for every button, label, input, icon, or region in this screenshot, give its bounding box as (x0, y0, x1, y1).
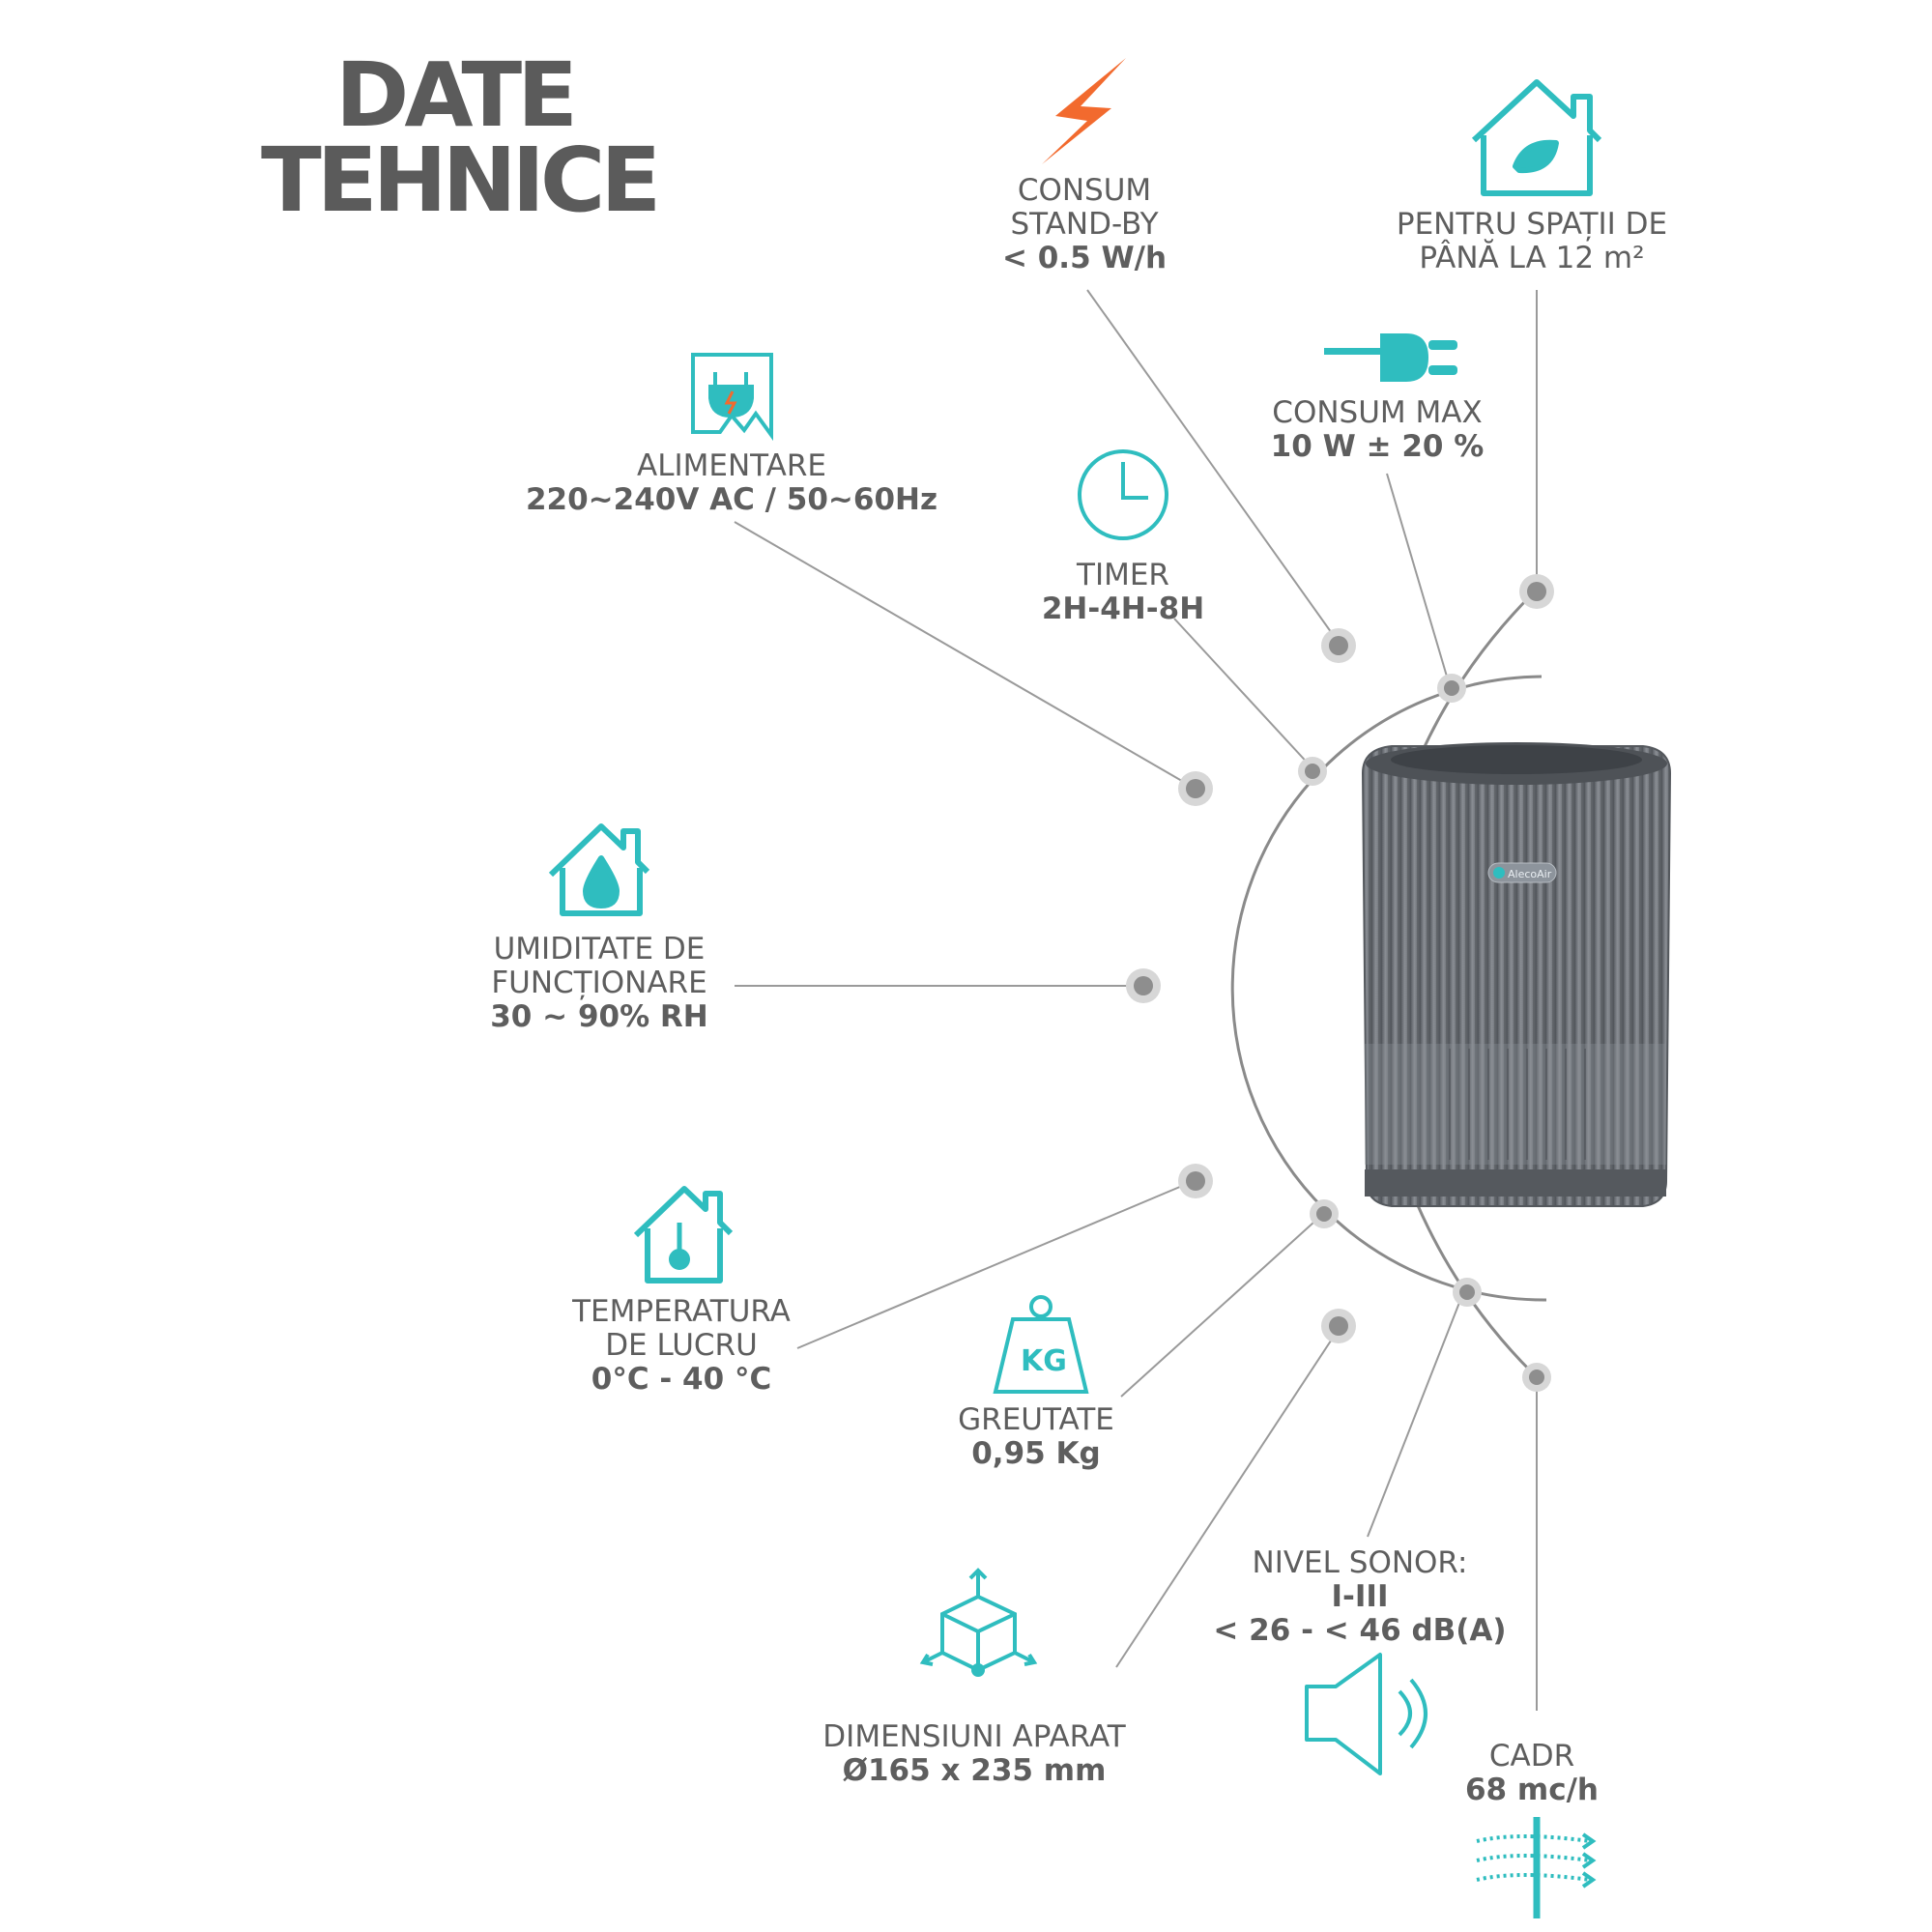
noise-label: NIVEL SONOR: (1252, 1545, 1468, 1580)
power-label: ALIMENTARE (636, 448, 827, 483)
spec-area: PENTRU SPAȚII DE PÂNĂ LA 12 m² (1397, 208, 1667, 275)
connector-dimensions (1115, 1328, 1340, 1668)
dot-dimensions (1321, 1309, 1356, 1343)
weight-label: GREUTATE (958, 1402, 1114, 1437)
connector-maxpower (1386, 473, 1451, 687)
temperature-label-2: DE LUCRU (605, 1328, 758, 1363)
title-line-1: DATE (334, 43, 578, 147)
timer-label: TIMER (1077, 558, 1169, 592)
spec-cadr: CADR 68 mc/h (1465, 1740, 1599, 1807)
cadr-label: CADR (1488, 1739, 1575, 1773)
standby-label-2: STAND-BY (1010, 207, 1159, 242)
inner-arc (1230, 675, 1547, 1302)
humidity-value: 30 ~ 90% RH (490, 999, 708, 1034)
speaker-icon (1305, 1653, 1427, 1775)
humidity-label-1: UMIDITATE DE (493, 932, 706, 966)
spec-power: ALIMENTARE 220~240V AC / 50~60Hz (526, 449, 937, 517)
dimensions-value: Ø165 x 235 mm (842, 1753, 1107, 1788)
connector-timer (1173, 618, 1313, 769)
dimensions-label: DIMENSIUNI APARAT (822, 1719, 1126, 1754)
air-purifier-image: AlecoAir (1361, 742, 1672, 1207)
brand-badge (1487, 862, 1557, 883)
spec-humidity: UMIDITATE DE FUNCȚIONARE 30 ~ 90% RH (490, 933, 708, 1034)
standby-label-1: CONSUM (1017, 173, 1152, 208)
brand-badge-text: AlecoAir (1508, 868, 1552, 880)
spec-temperature: TEMPERATURA DE LUCRU 0°C - 40 °C (572, 1295, 791, 1397)
dot-cadr (1522, 1363, 1551, 1392)
connector-lines (734, 289, 1538, 1711)
weight-icon-text: KG (1021, 1344, 1067, 1378)
dot-noise (1453, 1278, 1482, 1307)
connector-temperature (796, 1180, 1195, 1349)
temperature-value: 0°C - 40 °C (591, 1362, 772, 1397)
connector-noise (1367, 1289, 1465, 1538)
dot-weight (1310, 1199, 1339, 1228)
connector-power (734, 521, 1195, 789)
power-plug-document-icon (691, 353, 773, 442)
page-title: DATE TEHNICE (261, 43, 661, 232)
maxpower-label: CONSUM MAX (1272, 395, 1483, 430)
spec-weight: GREUTATE 0,95 Kg (958, 1403, 1114, 1471)
dot-standby (1321, 628, 1356, 663)
lightning-icon (1042, 58, 1126, 164)
clock-icon (1078, 449, 1168, 540)
weight-value: 0,95 Kg (971, 1436, 1101, 1471)
connector-dots (1126, 574, 1554, 1392)
dot-power (1178, 771, 1213, 806)
maxpower-value: 10 W ± 20 % (1270, 429, 1485, 464)
area-label-2: PÂNĂ LA 12 m² (1419, 241, 1645, 275)
dot-maxpower (1437, 674, 1466, 703)
spec-noise: NIVEL SONOR: I-III < 26 - < 46 dB(A) (1213, 1546, 1506, 1648)
noise-value-levels: I-III (1331, 1579, 1389, 1614)
thermometer-house-icon (633, 1186, 734, 1283)
humidity-house-icon (548, 823, 650, 916)
temperature-label-1: TEMPERATURA (572, 1294, 791, 1329)
dot-area (1519, 574, 1554, 609)
standby-value: < 0.5 W/h (1001, 241, 1168, 275)
weight-icon: KG (993, 1295, 1089, 1394)
noise-value: < 26 - < 46 dB(A) (1213, 1613, 1507, 1648)
power-value: 220~240V AC / 50~60Hz (525, 482, 938, 517)
cadr-value: 68 mc/h (1464, 1773, 1600, 1807)
area-label-1: PENTRU SPAȚII DE (1396, 207, 1668, 242)
timer-value: 2H-4H-8H (1041, 591, 1205, 626)
humidity-label-2: FUNCȚIONARE (491, 966, 707, 1000)
spec-timer: TIMER 2H-4H-8H (1042, 559, 1204, 626)
plug-icon (1324, 333, 1457, 382)
title-line-2: TEHNICE (261, 129, 661, 232)
eco-house-icon (1471, 79, 1602, 196)
connector-weight (1120, 1212, 1325, 1398)
dot-humidity (1126, 968, 1161, 1003)
dot-timer (1298, 757, 1327, 786)
airflow-icon (1476, 1817, 1597, 1918)
connector-standby (1086, 289, 1340, 644)
spec-dimensions: DIMENSIUNI APARAT Ø165 x 235 mm (822, 1720, 1125, 1788)
spec-maxpower: CONSUM MAX 10 W ± 20 % (1271, 396, 1485, 464)
dot-temperature (1178, 1164, 1213, 1198)
spec-standby: CONSUM STAND-BY < 0.5 W/h (1002, 174, 1167, 275)
cube-dimensions-icon (919, 1568, 1038, 1677)
